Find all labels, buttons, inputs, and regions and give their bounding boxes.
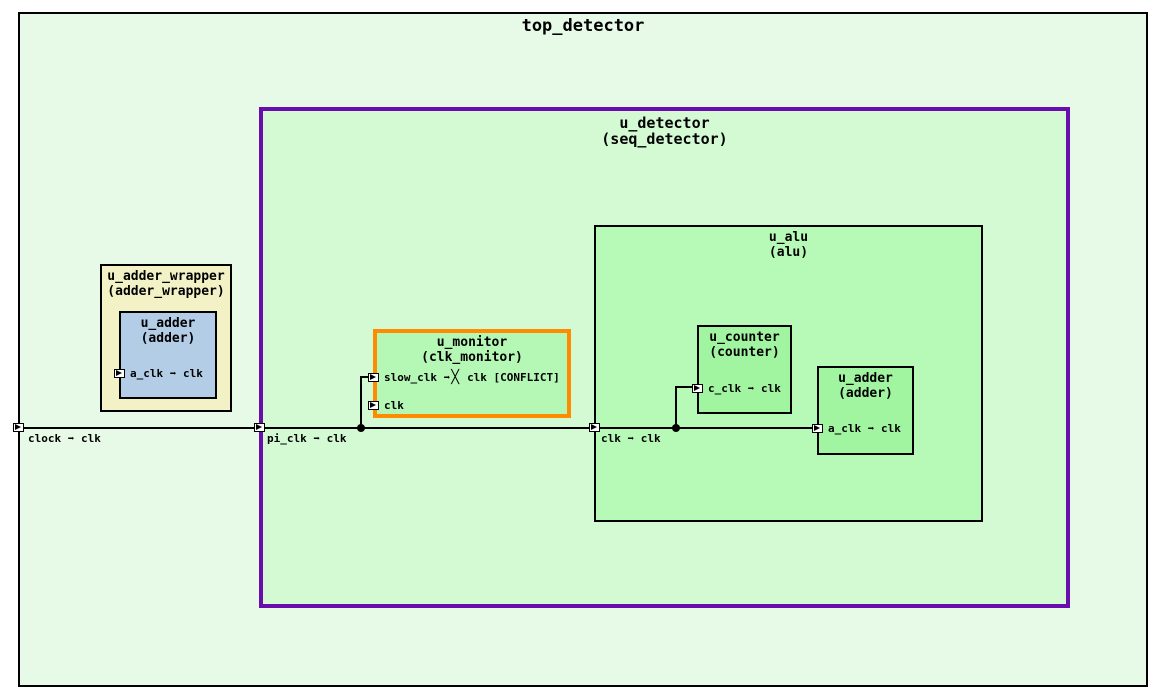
- input-port-icon: [812, 424, 823, 433]
- module-title: u_adder: [838, 371, 893, 386]
- module-type-label: (alu): [768, 245, 809, 260]
- input-port-icon: [368, 401, 379, 410]
- module-box-u-monitor: u_monitor (clk_monitor): [373, 329, 571, 418]
- module-title: u_monitor: [436, 335, 508, 350]
- port-row-monitor-slow-clk: slow_clk ➡╳ clk [CONFLICT]: [368, 370, 560, 385]
- port-label-clock: clock ➡ clk: [28, 432, 101, 445]
- module-type-label: (adder): [838, 386, 893, 401]
- input-port-icon: [589, 423, 600, 432]
- module-title: top_detector: [521, 16, 645, 36]
- input-port-icon: [254, 423, 265, 432]
- port-label-clk: clk: [384, 399, 404, 412]
- port-label-pi-clk: pi_clk ➡ clk: [267, 432, 347, 445]
- input-port-icon: [114, 369, 125, 378]
- conflict-x-icon: ╳: [451, 370, 460, 385]
- counter-branch-wire-vertical: [675, 387, 677, 429]
- module-box-u-adder-in-wrapper: u_adder (adder): [119, 311, 217, 399]
- port-label-a-clk: a_clk ➡ clk: [828, 422, 901, 435]
- module-title: u_detector: [619, 114, 710, 132]
- module-title: u_adder_wrapper: [107, 269, 225, 284]
- wire-junction-dot: [672, 424, 680, 432]
- module-type-label: (counter): [709, 345, 780, 360]
- port-label-alu-clk: clk ➡ clk: [601, 432, 661, 445]
- input-port-icon: [368, 373, 379, 382]
- module-type-label: (seq_detector): [601, 130, 728, 148]
- monitor-branch-wire-horizontal: [360, 376, 374, 378]
- input-port-icon: [692, 384, 703, 393]
- main-clock-wire: [24, 427, 814, 429]
- module-type-label: (adder): [140, 331, 196, 346]
- port-row-wrapper-adder-a-clk: a_clk ➡ clk: [114, 367, 203, 380]
- port-row-monitor-clk: clk: [368, 399, 404, 412]
- module-type-label: (adder_wrapper): [107, 284, 225, 299]
- module-box-u-adder-in-alu: u_adder (adder): [817, 366, 914, 455]
- module-type-label: (clk_monitor): [421, 350, 523, 365]
- monitor-branch-wire-vertical: [360, 377, 362, 429]
- port-label-slow-clk: slow_clk ➡: [384, 371, 451, 384]
- wire-junction-dot: [357, 424, 365, 432]
- module-title: u_adder: [140, 316, 196, 331]
- port-label-conflict: clk [CONFLICT]: [467, 371, 560, 384]
- counter-branch-wire-horizontal: [675, 386, 697, 388]
- port-row-alu-adder-a-clk: a_clk ➡ clk: [812, 422, 901, 435]
- module-box-u-counter: u_counter (counter): [697, 325, 792, 414]
- input-port-icon: [13, 423, 24, 432]
- module-title: u_alu: [768, 230, 809, 245]
- port-label-a-clk: a_clk ➡ clk: [130, 367, 203, 380]
- port-label-c-clk: c_clk ➡ clk: [708, 382, 781, 395]
- port-row-counter-c-clk: c_clk ➡ clk: [692, 382, 781, 395]
- module-title: u_counter: [709, 330, 780, 345]
